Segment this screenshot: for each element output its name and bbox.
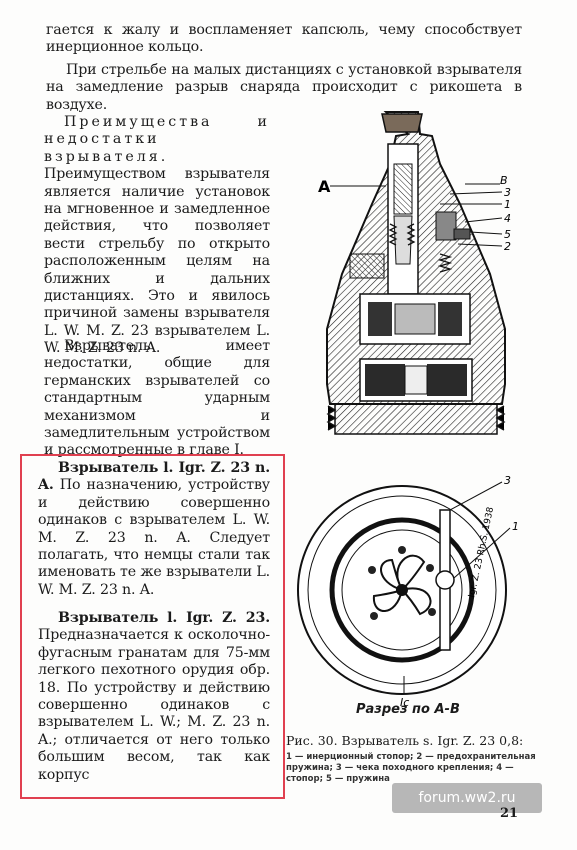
bottom-mark: Іс: [400, 696, 409, 709]
section-heading: Преимущества и недостатки взрывателя.: [44, 114, 270, 165]
top-paragraph: При стрельбе на малых дистанциях с устан…: [46, 62, 522, 113]
callout-2: 2: [504, 240, 511, 253]
circle-callout-3: 3: [504, 474, 511, 487]
label-a: A: [318, 177, 331, 196]
left-para-2: Взрыватель имеет недостатки, общие для г…: [44, 338, 270, 459]
callout-4: 4: [504, 212, 511, 225]
box-text-2: Предназначается к осколочно-фугасным гра…: [38, 627, 270, 783]
label-b: B: [500, 174, 508, 187]
box-paragraph-2: Взрыватель l. Igr. Z. 23. Предназначаетс…: [38, 610, 270, 784]
watermark: forum.ww2.ru: [392, 783, 542, 813]
highlight-box: [20, 454, 285, 799]
callout-1: 1: [504, 198, 511, 211]
callout-5: 5: [504, 228, 511, 241]
callout-3: 3: [504, 186, 511, 199]
box-title-1: Взрыватель l. Igr. Z. 23 n. A.: [38, 460, 270, 494]
top-continuation-text: гается к жалу и воспламеняет капсюль, че…: [46, 22, 522, 56]
box-paragraph-1: Взрыватель l. Igr. Z. 23 n. A. По назнач…: [38, 460, 270, 599]
section-label: Разрез по А-В: [356, 702, 460, 717]
box-text-1: По назначению, устройству и действию сов…: [38, 477, 270, 598]
fuze-cross-section-drawing: 3 1 Igr. Z. 23 Rh.S. 1938 Іс: [297, 474, 519, 709]
left-para-1: Преимуществом взрывателя является наличи…: [44, 166, 270, 357]
box-title-2: Взрыватель l. Igr. Z. 23.: [58, 610, 270, 626]
left-column-text: Преимущества и недостатки взрывателя. Пр…: [44, 114, 270, 358]
circle-callout-1: 1: [512, 520, 519, 533]
page-number: 21: [500, 806, 519, 821]
figure-legend: 1 — инерционный стопор; 2 — предохраните…: [286, 752, 536, 784]
fuze-section-drawing: A B 3 1 4 5 2: [318, 111, 511, 435]
figure-caption: Рис. 30. Взрыватель s. Igr. Z. 23 0,8:: [286, 733, 524, 748]
